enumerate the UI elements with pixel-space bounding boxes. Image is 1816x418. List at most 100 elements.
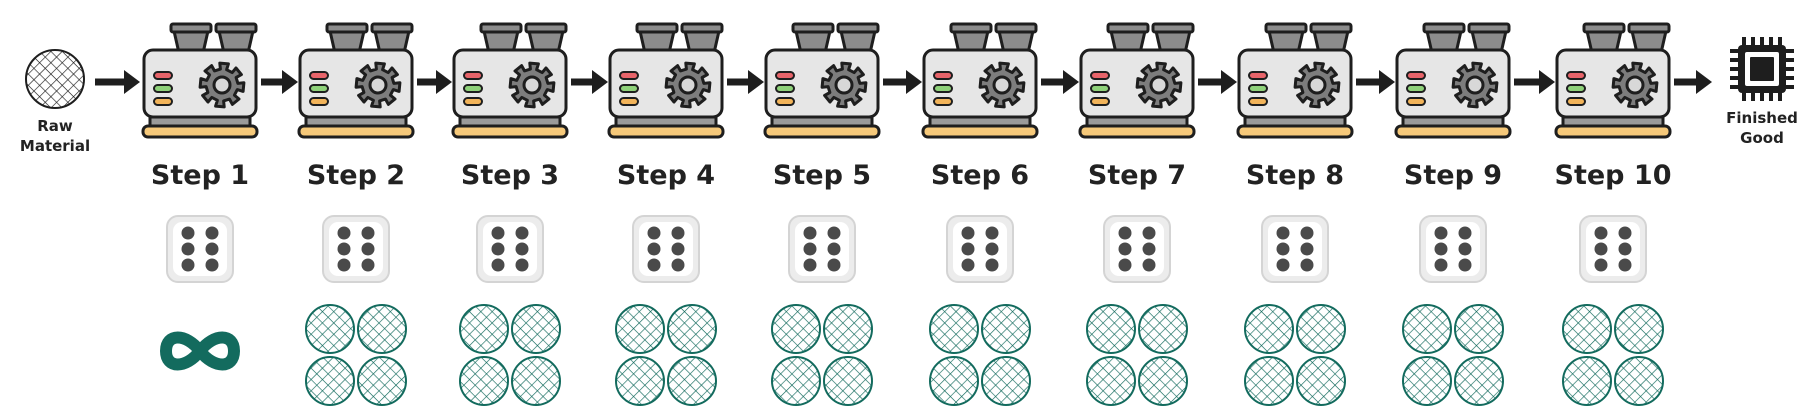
indicator-light [1566, 97, 1586, 106]
die-pip [337, 226, 351, 240]
wip-unit-icon [1614, 356, 1664, 406]
wip-unit-icon [1614, 304, 1664, 354]
die-pip [1618, 242, 1632, 256]
die-icon [1579, 215, 1647, 283]
wip-unit-icon [1138, 356, 1188, 406]
die-pip [1434, 258, 1448, 272]
step-label: Step 6 [930, 160, 1030, 191]
wip-unit-icon [511, 304, 561, 354]
wip-unit-icon [929, 356, 979, 406]
wip-unit-icon [511, 356, 561, 406]
wip-unit-icon [1562, 356, 1612, 406]
indicator-light [1248, 97, 1268, 106]
wip-unit-icon [357, 304, 407, 354]
step-label: Step 1 [150, 160, 250, 191]
flow-arrow-icon [883, 70, 922, 94]
die-pip [337, 258, 351, 272]
die-pip [961, 258, 975, 272]
step-label: Step 2 [306, 160, 406, 191]
die-pip [205, 226, 219, 240]
flow-arrow-icon [417, 70, 452, 94]
wip-unit-icon [1086, 304, 1136, 354]
step-label: Step 4 [616, 160, 716, 191]
indicator-light [463, 97, 483, 106]
indicator-light [619, 71, 639, 80]
wip-unit-icon [771, 304, 821, 354]
wip-unit-icon [1454, 304, 1504, 354]
wip-unit-icon [1402, 304, 1452, 354]
wip-unit-icon [615, 304, 665, 354]
machine-icon [1554, 22, 1672, 139]
indicator-light [153, 97, 173, 106]
wip-unit-icon [1402, 356, 1452, 406]
microchip-icon [1730, 37, 1794, 101]
machine-icon [297, 22, 415, 139]
indicator-light [933, 84, 953, 93]
die-pip [361, 242, 375, 256]
wip-unit-icon [823, 304, 873, 354]
step-label: Step 10 [1554, 160, 1672, 191]
wip-unit-icon [1562, 304, 1612, 354]
die-pip [803, 226, 817, 240]
hatched-circle-icon [25, 49, 85, 109]
machine-icon [607, 22, 725, 139]
die-pip [1142, 258, 1156, 272]
indicator-light [309, 71, 329, 80]
indicator-light [1566, 71, 1586, 80]
machine-icon [451, 22, 569, 139]
machine-icon [1236, 22, 1354, 139]
die-pip [181, 242, 195, 256]
die-pip [1594, 226, 1608, 240]
die-pip [671, 242, 685, 256]
flow-arrow-icon [571, 70, 608, 94]
die-pip [985, 226, 999, 240]
die-pip [1276, 258, 1290, 272]
die-pip [1118, 242, 1132, 256]
die-icon [166, 215, 234, 283]
die-pip [1458, 242, 1472, 256]
flow-arrow-icon [1674, 70, 1712, 94]
wip-unit-icon [1454, 356, 1504, 406]
die-pip [647, 226, 661, 240]
wip-unit-icon [667, 356, 717, 406]
die-pip [491, 242, 505, 256]
wip-unit-icon [459, 356, 509, 406]
indicator-light [153, 84, 173, 93]
wip-unit-icon [305, 304, 355, 354]
die-pip [985, 242, 999, 256]
flow-arrow-icon [95, 70, 140, 94]
die-pip [1458, 226, 1472, 240]
indicator-light [463, 71, 483, 80]
step-label: Step 5 [772, 160, 872, 191]
indicator-light [309, 97, 329, 106]
step-label: Step 3 [460, 160, 560, 191]
die-icon [476, 215, 544, 283]
die-pip [803, 258, 817, 272]
die-pip [515, 258, 529, 272]
wip-unit-icon [1296, 356, 1346, 406]
die-pip [1618, 258, 1632, 272]
die-pip [1434, 226, 1448, 240]
die-pip [1594, 258, 1608, 272]
die-icon [1261, 215, 1329, 283]
die-pip [803, 242, 817, 256]
machine-icon [921, 22, 1039, 139]
wip-unit-icon [981, 356, 1031, 406]
wip-unit-icon [305, 356, 355, 406]
die-pip [181, 226, 195, 240]
indicator-light [1406, 71, 1426, 80]
wip-unit-icon [771, 356, 821, 406]
flow-arrow-icon [261, 70, 298, 94]
die-pip [961, 242, 975, 256]
die-pip [337, 242, 351, 256]
indicator-light [619, 84, 639, 93]
wip-unit-icon [823, 356, 873, 406]
die-pip [1118, 258, 1132, 272]
die-pip [361, 226, 375, 240]
indicator-light [1248, 84, 1268, 93]
die-pip [361, 258, 375, 272]
flow-arrow-icon [1041, 70, 1079, 94]
die-pip [647, 242, 661, 256]
die-pip [1618, 226, 1632, 240]
